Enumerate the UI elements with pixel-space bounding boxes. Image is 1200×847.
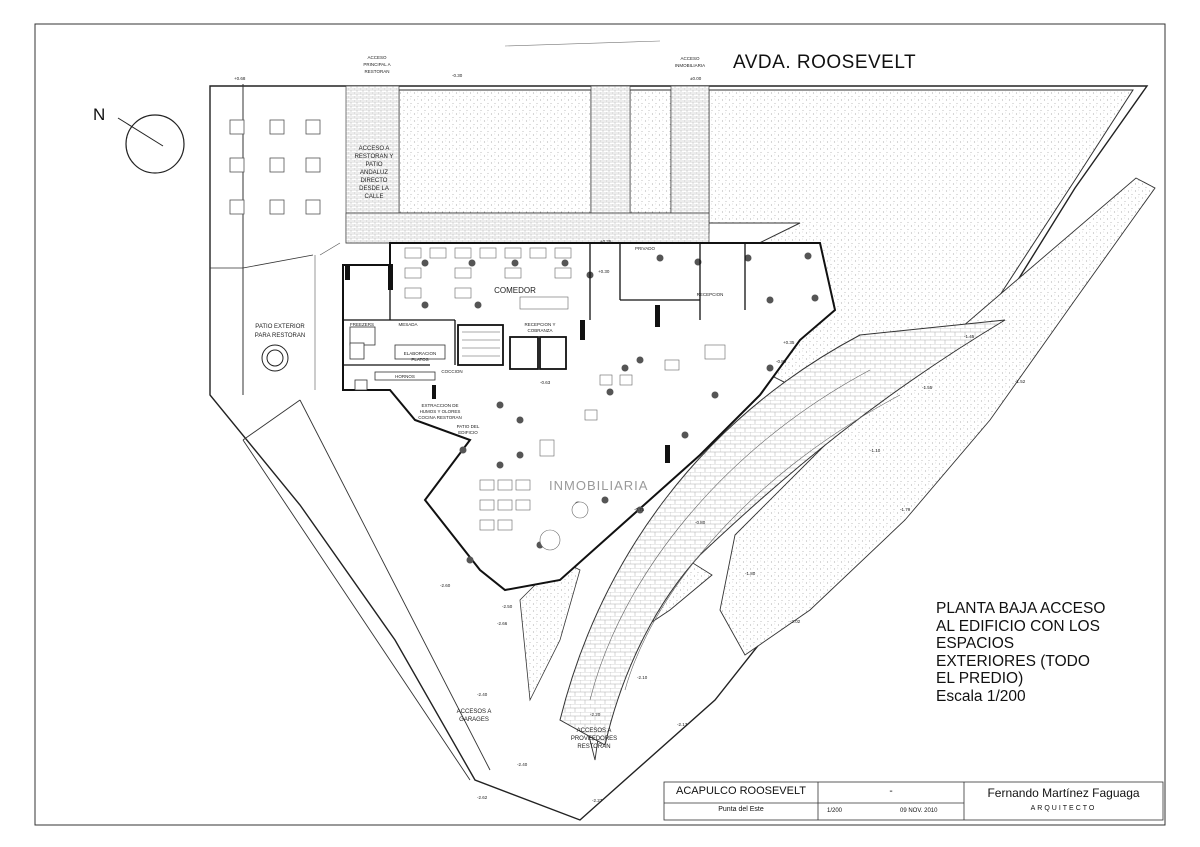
- label-patio-edificio-2: EDIFICIO: [458, 430, 478, 435]
- label-acceso-restoran-2: RESTORAN Y: [355, 154, 394, 160]
- level-marker: -1.79: [900, 507, 911, 512]
- note-line: EL PREDIO): [936, 670, 1024, 687]
- drawing-date: 09 NOV. 2010: [900, 808, 938, 814]
- note-line: ESPACIOS: [936, 635, 1015, 652]
- north-label: N: [93, 105, 106, 124]
- level-marker: +0.68: [234, 76, 246, 81]
- label-acceso-restoran-5: DIRECTO: [361, 178, 388, 184]
- note-line: PLANTA BAJA ACCESO: [936, 600, 1106, 617]
- label-acceso-inmob-2: INMOBILIARIA: [675, 63, 705, 68]
- label-patio-exterior-2: PARA RESTORAN: [255, 333, 305, 339]
- architect-name: Fernando Martínez Faguaga: [987, 786, 1140, 800]
- label-acceso-inmob-1: ACCESO: [680, 56, 700, 61]
- level-marker: -2.62: [477, 795, 488, 800]
- level-marker: -2.17: [677, 722, 688, 727]
- label-comedor: COMEDOR: [494, 286, 536, 295]
- label-acceso-principal-2: PRINCIPAL A: [363, 62, 390, 67]
- label-privado: PRIVADO: [635, 246, 655, 251]
- level-marker: -2.02: [790, 619, 801, 624]
- label-elaboracion-2: PLATOS: [411, 357, 428, 362]
- label-acceso-principal-3: RESTORAN: [365, 69, 390, 74]
- title-block-frame: [663, 781, 1164, 821]
- curved-driveway: [559, 319, 1006, 746]
- level-marker: -0.30: [452, 73, 463, 78]
- label-hornos: HORNOS: [395, 374, 415, 379]
- level-marker: -2.20: [590, 712, 601, 717]
- title-dash: -: [889, 786, 893, 797]
- level-marker: -2.66: [497, 621, 508, 626]
- level-marker: -1.52: [1015, 379, 1026, 384]
- level-marker: -2.60: [440, 583, 451, 588]
- label-recepcion-cobranza-2: COBRANZA: [527, 328, 552, 333]
- label-accesos-proveedores-1: ACCESOS A: [577, 728, 612, 734]
- label-extraccion-2: HUMOS Y OLORES: [420, 409, 461, 414]
- label-accesos-proveedores-3: RESTORAN: [577, 744, 610, 750]
- level-marker: -1.10: [870, 448, 881, 453]
- project-name: ACAPULCO ROOSEVELT: [676, 785, 806, 797]
- level-marker: ±0.00: [690, 76, 702, 81]
- label-patio-exterior-1: PATIO EXTERIOR: [255, 324, 305, 330]
- level-marker: -2.40: [477, 692, 488, 697]
- street-name: AVDA. ROOSEVELT: [733, 52, 917, 73]
- project-location: Punta del Este: [718, 806, 764, 813]
- level-marker: +0.30: [598, 269, 610, 274]
- label-acceso-principal-1: ACCESO: [367, 55, 387, 60]
- level-marker: -2.50: [502, 604, 513, 609]
- label-acceso-restoran-1: ACCESO A: [359, 146, 390, 152]
- label-accesos-garages-1: ACCESOS A: [457, 709, 492, 715]
- label-elaboracion-1: ELABORACION: [404, 351, 437, 356]
- level-marker: -1.55: [922, 385, 933, 390]
- fountain-icon: [261, 344, 289, 372]
- label-coccion: COCCION: [441, 369, 462, 374]
- label-accesos-garages-2: GARAGES: [459, 717, 489, 723]
- label-recepcion-cobranza-1: RECEPCION Y: [525, 322, 556, 327]
- north-arrow-icon: [117, 114, 185, 174]
- property-boundary: [209, 85, 1149, 821]
- level-marker: -0.80: [695, 520, 706, 525]
- level-marker: +0.35: [783, 340, 795, 345]
- label-freezers: FREEZERS: [350, 322, 374, 327]
- note-line: Escala 1/200: [936, 687, 1026, 705]
- level-marker: -2.40: [517, 762, 528, 767]
- level-marker: -1.45: [964, 334, 975, 339]
- note-line: EXTERIORES (TODO: [936, 652, 1090, 670]
- label-accesos-proveedores-2: PROVEEDORES: [571, 736, 617, 742]
- label-acceso-restoran-3: PATIO: [365, 162, 382, 168]
- level-marker: -0.80: [776, 359, 787, 364]
- building-footprint: [342, 242, 837, 592]
- label-acceso-restoran-6: DESDE LA: [359, 186, 389, 192]
- level-marker: -2.27: [592, 798, 603, 803]
- watermark-text: INMOBILIARIA: [549, 478, 649, 493]
- label-patio-edificio-1: PATIO DEL: [457, 424, 480, 429]
- level-markers: +0.68 -0.30 ±0.00 +0.25 +0.30 -0.63 +0.3…: [234, 73, 1026, 803]
- label-acceso-restoran-7: CALLE: [364, 194, 383, 200]
- label-extraccion-3: COCINA RESTORAN: [418, 415, 461, 420]
- level-marker: -2.10: [637, 675, 648, 680]
- paved-access: [345, 85, 710, 244]
- level-marker: -1.80: [745, 571, 756, 576]
- plan-labels: ACCESO PRINCIPAL A RESTORAN ACCESO INMOB…: [255, 55, 724, 750]
- note-line: AL EDIFICIO CON LOS: [936, 617, 1100, 635]
- label-extraccion-1: EXTRACCION DE: [421, 403, 458, 408]
- level-marker: -0.75: [634, 507, 645, 512]
- architect-role: ARQUITECTO: [1030, 805, 1097, 812]
- drawing-scale: 1/200: [827, 808, 843, 814]
- label-mesada: MESADA: [398, 322, 417, 327]
- label-acceso-restoran-4: ANDALUZ: [360, 170, 388, 176]
- sheet-frame: [34, 23, 1166, 826]
- label-recepcion: RECEPCION: [697, 292, 724, 297]
- patio-tables: [229, 119, 321, 215]
- level-marker: -0.63: [540, 380, 551, 385]
- plan-notes: PLANTA BAJA ACCESO AL EDIFICIO CON LOS E…: [936, 600, 1136, 705]
- level-marker: +0.25: [600, 239, 612, 244]
